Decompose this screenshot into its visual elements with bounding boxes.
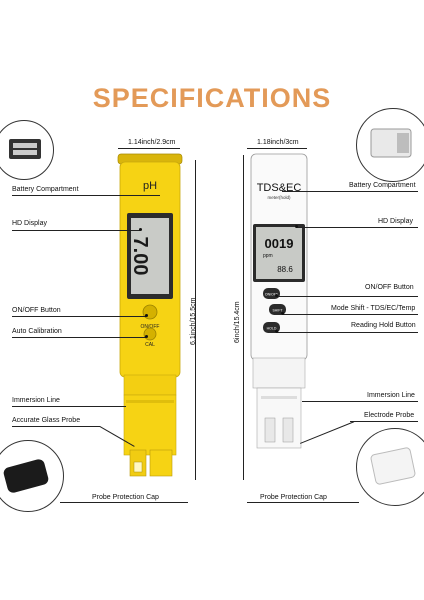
battery-closeup-right [356,108,424,182]
ph-lcd-reading: 7.00 [129,237,151,276]
left-dot-display [139,228,142,231]
tds-lcd-temp: 88.6 [277,265,293,274]
ph-width-dimension-line [118,148,180,149]
tds-height-dimension-line [243,155,244,480]
ph-height-dimension-line [195,160,196,480]
left-callout-onoff: ON/OFF Button [12,307,61,314]
tds-lcd-main: 0019 [265,236,294,251]
left-callout-immersion: Immersion Line [12,397,60,404]
tds-btn-on-text: ON/OFF [265,293,278,297]
right-callout-battery: Battery Compartment [349,182,416,189]
right-leader-display [296,227,418,228]
tds-height-label: 6inch/15.4cm [234,301,241,343]
left-leader-onoff [12,316,146,317]
clear-cap-icon [370,447,416,485]
ph-on-off-text: ON/OFF [141,324,160,330]
right-leader-immersion [302,401,418,402]
tds-brand-sub: meter(hold) [267,195,291,200]
right-callout-shift: Mode Shift - TDS/EC/Temp [331,305,416,312]
left-dot-onoff [145,314,148,317]
cap-closeup-left [0,440,64,512]
right-callout-electrode: Electrode Probe [364,412,415,419]
cap-closeup-right [356,428,424,506]
right-leader-shift [282,314,418,315]
right-callout-onoff: ON/OFF Button [365,284,414,291]
left-leader-battery [12,195,160,196]
ph-width-label: 1.14inch/2.9cm [128,139,176,146]
tds-btn-shift-text: SHIFT [272,309,283,313]
battery-closeup-left [0,120,54,180]
right-dot-hold [275,330,278,333]
right-callout-cap: Probe Protection Cap [260,494,327,501]
tds-btn-hold-text: HOLD [267,327,277,331]
battery-cover-icon [370,128,412,158]
left-callout-probe: Accurate Glass Probe [12,417,81,424]
left-leader-cap [60,502,188,503]
ph-cal-button[interactable] [143,327,157,341]
tds-meter-illustration: TDS&EC meter(hold) 0019 ppm 88.6 ON/OFF … [250,153,308,449]
page-title: SPECIFICATIONS [92,83,332,113]
left-leader-immersion [12,406,126,407]
left-leader-probe [12,426,100,427]
right-callout-immersion: Immersion Line [367,392,415,399]
ph-brand-label: pH [143,180,157,192]
left-leader-display [12,230,140,231]
right-dot-shift [281,312,284,315]
left-callout-calibration: Auto Calibration [12,328,62,335]
right-dot-onoff [275,294,278,297]
ph-cal-text: CAL [145,342,155,348]
left-callout-cap: Probe Protection Cap [92,494,159,501]
right-callout-hold: Reading Hold Button [351,322,416,329]
tds-width-dimension-line [247,148,307,149]
tds-width-label: 1.18inch/3cm [257,139,299,146]
left-dot-calibration [145,335,148,338]
ph-meter-illustration: 7.00 pH ON/OFF CAL [117,153,183,477]
tds-brand-label: TDS&EC [257,182,302,194]
battery-icon [9,139,41,159]
ph-height-label: 6.1inch/15.5cm [190,297,197,345]
left-callout-display: HD Display [12,220,48,227]
right-leader-electrode [350,421,418,422]
right-leader-battery [282,191,418,192]
right-leader-onoff [276,296,418,297]
right-dot-display [295,225,298,228]
right-callout-display: HD Display [378,218,414,225]
tds-lcd-unit: ppm [263,253,273,259]
protection-cap-icon [3,459,49,493]
right-leader-cap [247,502,359,503]
left-leader-calibration [12,337,146,338]
left-callout-battery: Battery Compartment [12,186,79,193]
right-leader-hold [276,332,418,333]
